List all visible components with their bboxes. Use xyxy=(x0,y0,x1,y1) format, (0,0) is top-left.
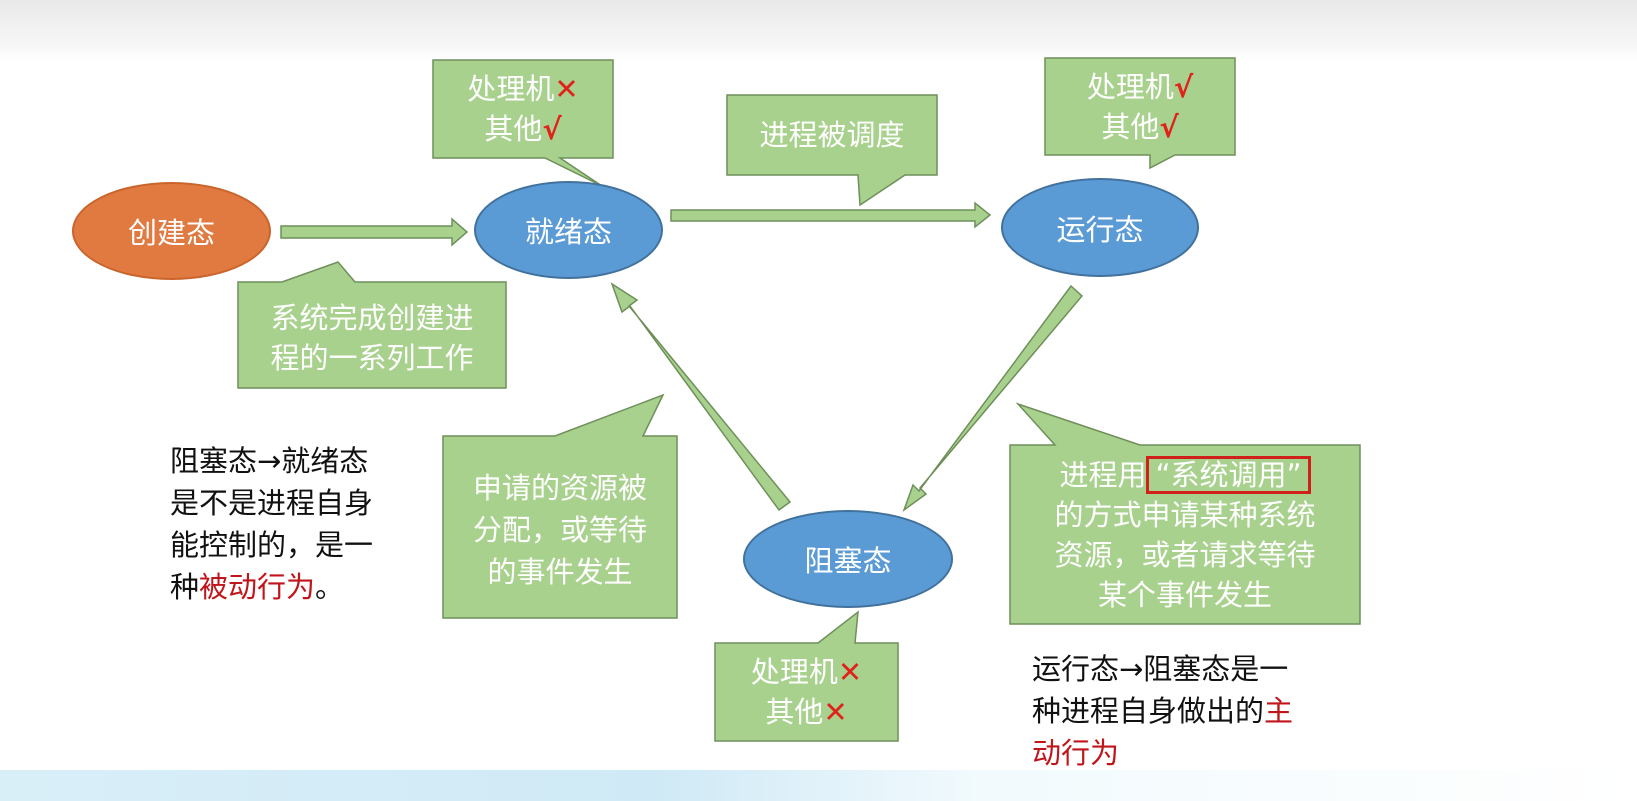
running-other-line: 其他√ xyxy=(1101,107,1178,147)
note-btr-line1: 阻塞态→就绪态 xyxy=(170,444,369,478)
running-processor-label: 处理机 xyxy=(1086,69,1174,104)
scheduled-text: 进程被调度 xyxy=(759,118,905,152)
note-btr-line2: 是不是进程自身 xyxy=(170,486,374,520)
callout-scheduled-shape xyxy=(726,94,938,207)
callout-resource-granted: 申请的资源被 分配，或等待 的事件发生 xyxy=(443,444,677,616)
state-running-label: 运行态 xyxy=(1056,212,1144,247)
bottom-band xyxy=(0,770,1637,801)
callout-syscall-shape xyxy=(1009,402,1361,625)
callout-blocked-resources-shape xyxy=(714,610,899,742)
note-rtb-line1: 运行态→阻塞态是一 xyxy=(1032,652,1289,686)
note-rtb-line2-prefix: 种进程自身做出的 xyxy=(1032,694,1265,728)
ready-processor-line: 处理机✕ xyxy=(467,69,578,109)
ready-other-mark: √ xyxy=(542,112,562,146)
state-blocked: 阻塞态 xyxy=(743,510,953,608)
callout-ready-resources-shape xyxy=(432,59,614,187)
syscall-line4: 某个事件发生 xyxy=(1097,577,1272,612)
note-btr-line4-suffix: 。 xyxy=(315,570,345,604)
callout-resource-granted-shape xyxy=(442,393,678,619)
syscall-line1: 进程用“系统调用” xyxy=(1059,455,1311,495)
state-ready: 就绪态 xyxy=(474,181,663,279)
arrow-blocked-to-ready xyxy=(610,282,792,512)
running-other-mark: √ xyxy=(1159,109,1179,144)
callout-syscall: 进程用“系统调用” 的方式申请某种系统 资源，或者请求等待 某个事件发生 xyxy=(1010,447,1360,622)
callout-scheduled: 进程被调度 xyxy=(727,95,937,175)
ready-other-line: 其他√ xyxy=(484,109,561,149)
note-btr-line3: 能控制的，是一 xyxy=(170,528,374,562)
state-blocked-label: 阻塞态 xyxy=(804,544,892,578)
blocked-other-mark: ✕ xyxy=(823,695,848,729)
running-other-label: 其他 xyxy=(1101,109,1160,144)
blocked-other-label: 其他 xyxy=(765,695,824,729)
note-btr-line4: 种被动行为。 xyxy=(170,566,430,608)
create-done-line1: 系统完成创建进 xyxy=(270,301,474,335)
blocked-processor-label: 处理机 xyxy=(750,655,838,689)
arrow-running-to-blocked xyxy=(902,284,1084,513)
syscall-line2: 的方式申请某种系统 xyxy=(1054,497,1316,532)
blocked-processor-mark: ✕ xyxy=(837,655,863,689)
note-rtb-line2: 种进程自身做出的主 xyxy=(1032,690,1362,732)
resource-granted-line2: 分配，或等待 xyxy=(472,513,647,547)
resource-granted-line1: 申请的资源被 xyxy=(472,471,647,505)
arrow-ready-to-running xyxy=(670,201,992,229)
create-done-line2: 程的一系列工作 xyxy=(270,341,474,375)
note-running-to-blocked: 运行态→阻塞态是一 种进程自身做出的主 动行为 xyxy=(1032,648,1362,774)
callout-blocked-resources: 处理机✕ 其他✕ xyxy=(715,645,898,739)
running-processor-mark: √ xyxy=(1173,69,1194,104)
running-processor-line: 处理机√ xyxy=(1087,67,1193,107)
callout-running-resources-shape xyxy=(1044,57,1236,170)
ready-processor-label: 处理机 xyxy=(467,72,555,106)
ready-processor-mark: ✕ xyxy=(554,72,579,106)
state-ready-label: 就绪态 xyxy=(524,215,612,249)
syscall-line3: 资源，或者请求等待 xyxy=(1054,537,1316,572)
syscall-highlight: “系统调用” xyxy=(1146,455,1311,494)
blocked-other-line: 其他✕ xyxy=(765,692,847,732)
note-rtb-line3: 动行为 xyxy=(1032,736,1120,770)
syscall-prefix: 进程用 xyxy=(1059,457,1147,492)
state-running: 运行态 xyxy=(1001,178,1199,277)
note-blocked-to-ready: 阻塞态→就绪态 是不是进程自身 能控制的，是一 种被动行为。 xyxy=(170,440,430,608)
callout-ready-resources: 处理机✕ 其他√ xyxy=(433,62,613,156)
ready-other-label: 其他 xyxy=(484,112,543,146)
note-btr-passive: 被动行为 xyxy=(199,570,316,604)
callout-create-done: 系统完成创建进 程的一系列工作 xyxy=(238,290,506,386)
top-band xyxy=(0,0,1637,62)
blocked-processor-line: 处理机✕ xyxy=(751,652,862,692)
note-btr-line4-prefix: 种 xyxy=(170,570,200,604)
state-create-label: 创建态 xyxy=(127,216,215,250)
resource-granted-line3: 的事件发生 xyxy=(487,555,633,589)
note-rtb-active-start: 主 xyxy=(1264,694,1294,728)
arrow-create-to-ready xyxy=(280,217,469,247)
callout-running-resources: 处理机√ 其他√ xyxy=(1045,60,1235,153)
callout-create-done-shape xyxy=(237,261,507,389)
state-create: 创建态 xyxy=(72,182,271,280)
